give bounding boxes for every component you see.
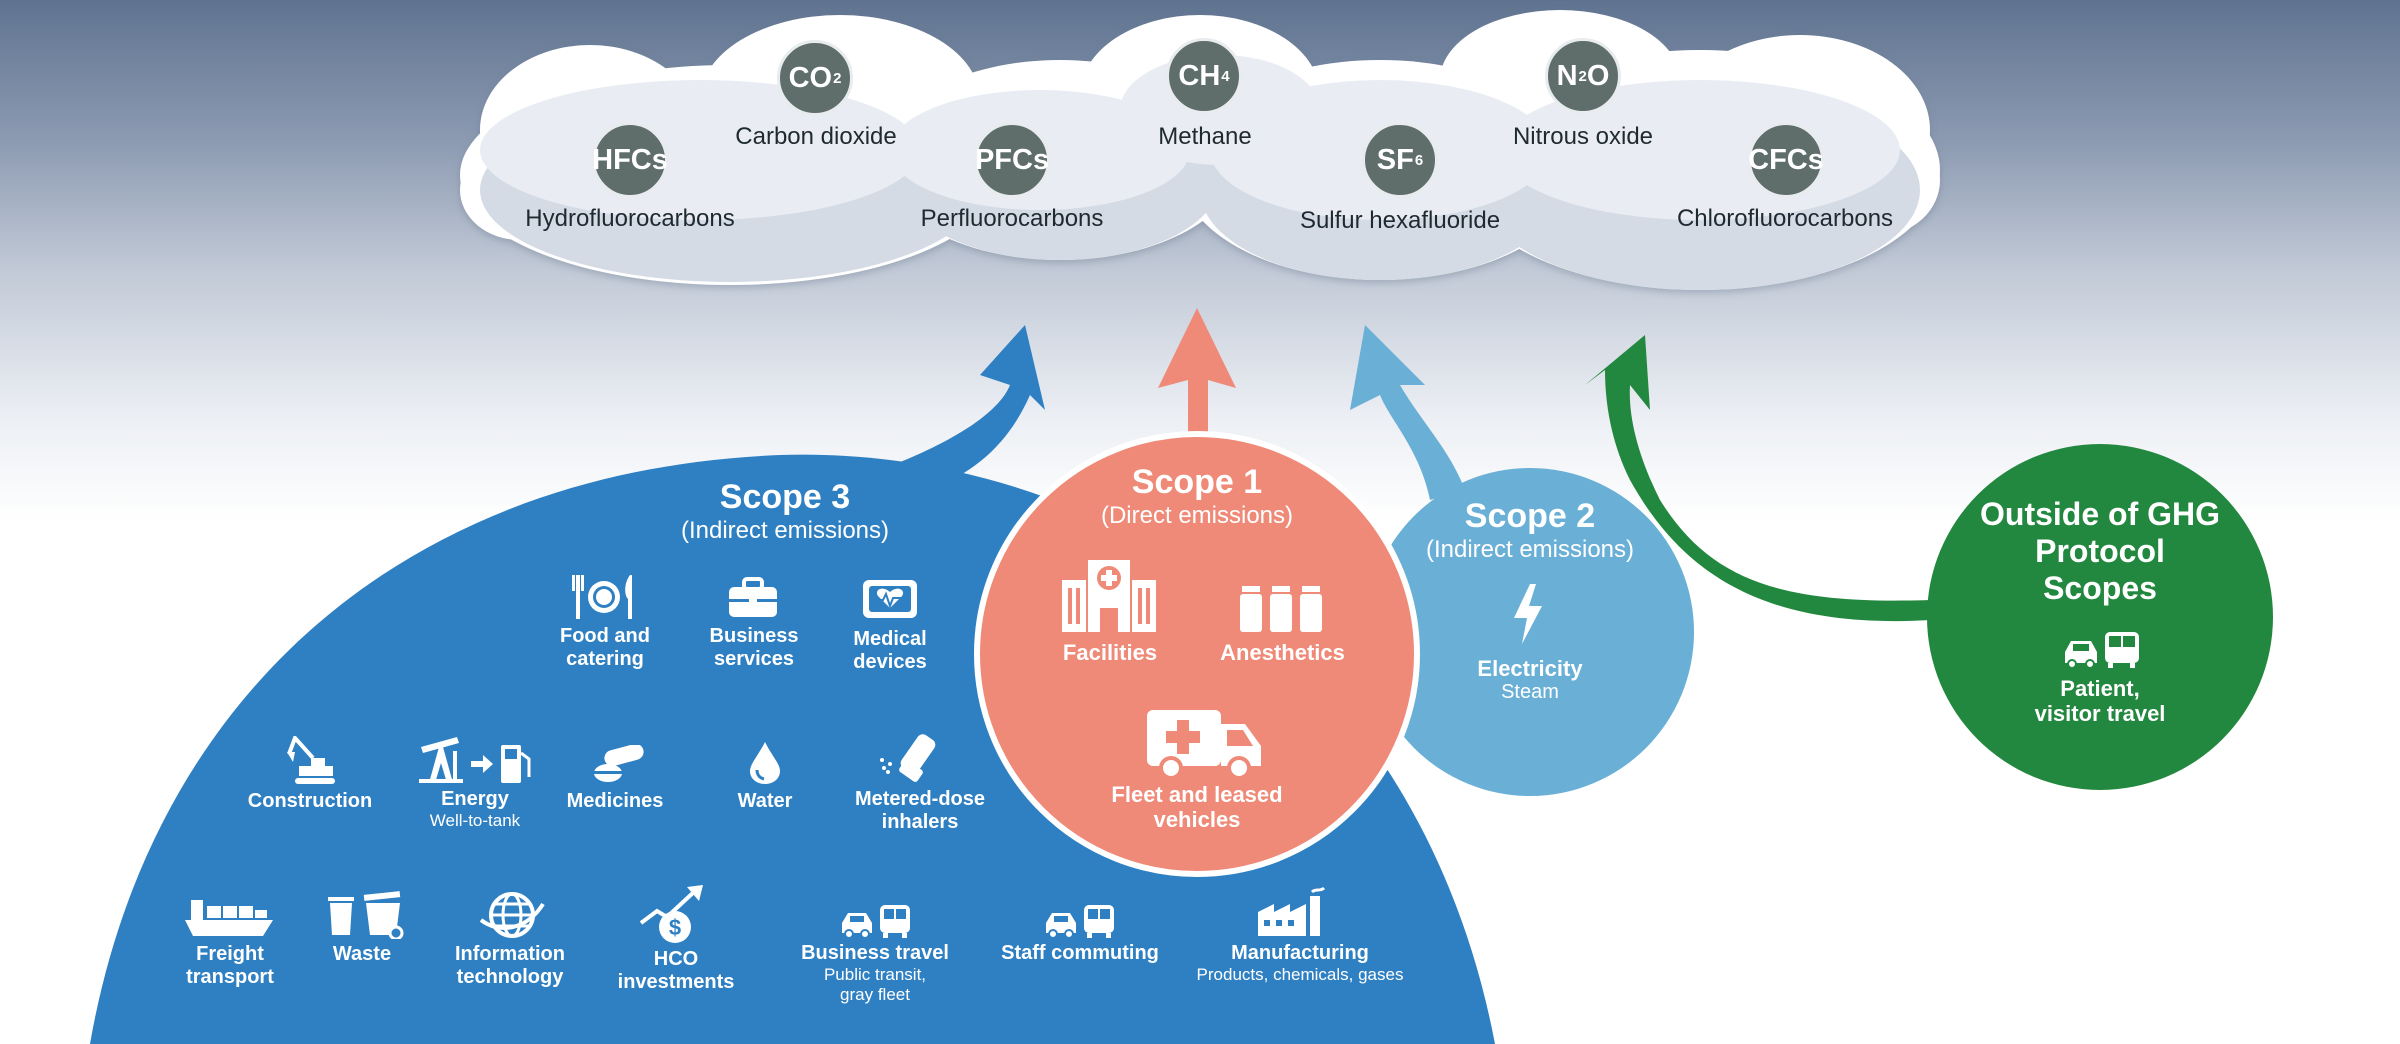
car-bus-icon [842, 905, 910, 939]
hfcs-label: Hydrofluorocarbons [525, 205, 735, 232]
scope3-item-construction: Construction [247, 790, 373, 812]
vials-icon [1240, 586, 1322, 632]
cargo-ship-icon [185, 900, 273, 936]
pills-icon [594, 745, 644, 782]
briefcase-icon [729, 577, 777, 617]
scope1-circle [974, 431, 1420, 877]
cfcs-label: Chlorofluorocarbons [1676, 205, 1894, 232]
scope3-arrow [880, 325, 1045, 490]
scope2-heading: Scope 2 (Indirect emissions) [1400, 497, 1660, 564]
car-bus-icon [2065, 632, 2139, 669]
scope3-item-staff-commuting: Staff commuting [1001, 942, 1159, 964]
hospital-icon [1062, 560, 1156, 632]
scope2-item-electricity: Electricity Steam [1450, 656, 1610, 704]
business-travel-sublabel: Public transit, gray fleet [823, 965, 927, 1004]
water-drop-icon [750, 742, 780, 784]
electricity-label: Electricity [1477, 656, 1583, 681]
pfcs-label: Perfluorocarbons [920, 205, 1104, 232]
ambulance-icon [1147, 710, 1261, 780]
heart-monitor-icon [863, 580, 917, 618]
outside-heading: Outside of GHG Protocol Scopes [1980, 496, 2220, 606]
n2o-label: Nitrous oxide [1512, 123, 1654, 150]
scope1-arrow [1158, 308, 1236, 450]
scope3-item-water: Water [737, 790, 793, 812]
scope1-item-anesthetics: Anesthetics [1220, 640, 1345, 665]
sf6-label: Sulfur hexafluoride [1299, 207, 1501, 234]
energy-label: Energy [441, 788, 509, 810]
co2-label: Carbon dioxide [735, 123, 897, 150]
scope2-circle [1366, 468, 1694, 796]
car-bus-icon [1046, 905, 1114, 939]
factory-icon [1258, 886, 1326, 936]
scope1-item-fleet: Fleet and leased vehicles [1111, 782, 1283, 833]
ch4-label: Methane [1158, 123, 1252, 150]
scope3-item-medical-devices: Medical devices [853, 628, 927, 673]
investment-chart-icon: $ [639, 885, 703, 943]
scope1-title: Scope 1 [1131, 463, 1263, 501]
outside-circle [1927, 444, 2273, 790]
scope3-item-manufacturing: Manufacturing Products, chemicals, gases [1185, 942, 1415, 985]
electricity-sublabel: Steam [1501, 681, 1559, 704]
scope3-heading: Scope 3 (Indirect emissions) [620, 478, 950, 545]
scope3-item-food: Food and catering [560, 625, 650, 670]
scope1-heading: Scope 1 (Direct emissions) [1047, 463, 1347, 530]
scope3-item-energy: Energy Well-to-tank [415, 788, 535, 831]
lightning-icon [1514, 584, 1542, 644]
excavator-icon [287, 736, 335, 784]
scope3-item-hco: HCO investments [617, 948, 735, 993]
manufacturing-sublabel: Products, chemicals, gases [1196, 965, 1404, 984]
oil-pump-icon [419, 737, 531, 783]
scope3-subtitle: (Indirect emissions) [680, 517, 890, 545]
scope2-title: Scope 2 [1464, 497, 1596, 535]
scope3-item-inhalers: Metered-dose inhalers [854, 788, 986, 833]
scope3-title: Scope 3 [719, 478, 851, 516]
outside-item-patient-travel: Patient, visitor travel [2034, 676, 2166, 727]
business-travel-label: Business travel [801, 942, 949, 964]
scope3-item-medicines: Medicines [566, 790, 664, 812]
manufacturing-label: Manufacturing [1231, 942, 1369, 964]
scope2-arrow [1350, 325, 1465, 500]
outside-arrow [1585, 335, 1930, 622]
scope3-item-waste: Waste [332, 943, 392, 965]
svg-text:$: $ [669, 915, 681, 940]
trash-bins-icon [328, 891, 404, 939]
scope3-item-it: Information technology [455, 943, 565, 988]
utensils-plate-icon [572, 575, 632, 619]
energy-sublabel: Well-to-tank [429, 811, 521, 830]
pfcs-badge: PFCs [974, 122, 1050, 198]
scope3-item-freight: Freight transport [186, 943, 274, 988]
cfcs-badge: CFCs [1748, 122, 1824, 198]
globe-icon [479, 892, 545, 938]
scope2-subtitle: (Indirect emissions) [1425, 536, 1635, 564]
scope1-subtitle: (Direct emissions) [1100, 502, 1294, 530]
inhaler-icon [880, 734, 936, 782]
scope1-item-facilities: Facilities [1062, 640, 1158, 665]
hfcs-badge: HFCs [592, 122, 668, 198]
scope3-item-business-services: Business services [709, 625, 799, 670]
scope3-item-business-travel: Business travel Public transit, gray fle… [790, 942, 960, 1004]
